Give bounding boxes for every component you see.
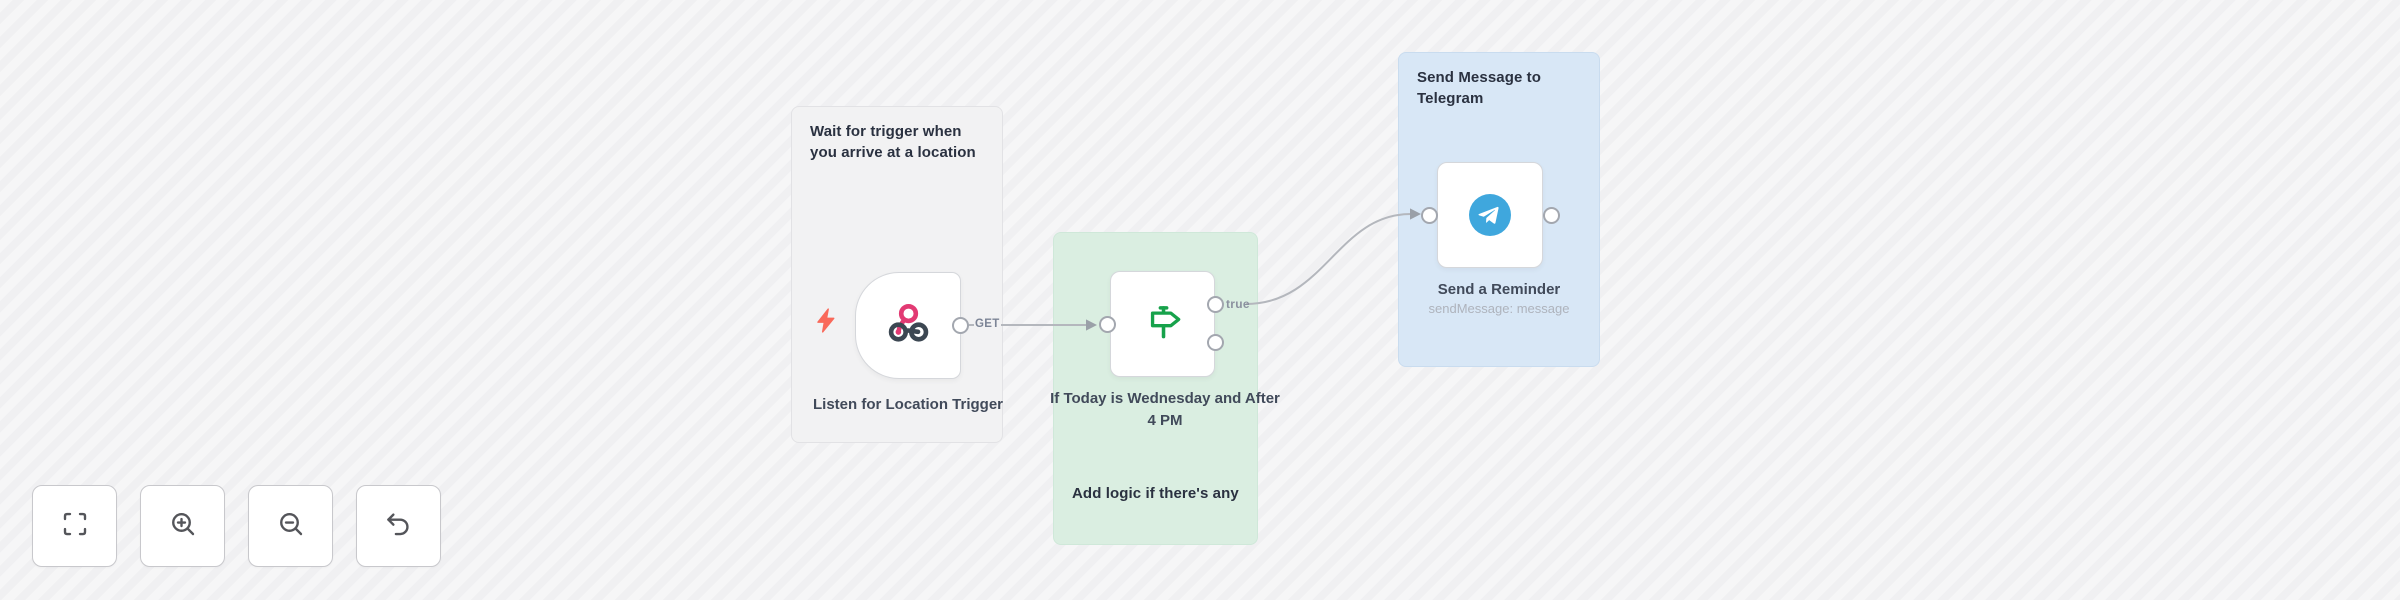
if-output-false-port[interactable]: [1206, 333, 1224, 351]
telegram-node-label: Send a Reminder: [1437, 281, 1561, 298]
sticky-note-trigger[interactable]: Wait for trigger when you arrive at a lo…: [791, 106, 1003, 443]
undo-button[interactable]: [356, 485, 441, 567]
trigger-bolt-icon: [816, 308, 836, 338]
telegram-input-port[interactable]: [1420, 206, 1438, 224]
node-if-condition[interactable]: [1110, 271, 1215, 377]
sticky-note-text: Wait for trigger when you arrive at a lo…: [810, 123, 976, 161]
telegram-icon: [1469, 194, 1511, 236]
zoom-out-button[interactable]: [248, 485, 333, 567]
zoom-in-icon: [168, 509, 198, 544]
if-input-port[interactable]: [1099, 315, 1116, 333]
telegram-node-subtitle: sendMessage: message: [1428, 301, 1570, 316]
if-true-port-label: true: [1226, 297, 1250, 311]
webhook-output-port[interactable]: [952, 316, 969, 334]
fit-view-button[interactable]: [32, 485, 117, 567]
node-telegram-send[interactable]: [1437, 162, 1543, 268]
sticky-note-text: Send Message to Telegram: [1417, 69, 1542, 107]
sticky-note-text: Add logic if there's any: [1072, 485, 1239, 502]
connection-webhook-to-if[interactable]: [969, 319, 1097, 331]
telegram-output-port[interactable]: [1542, 206, 1560, 224]
zoom-in-button[interactable]: [140, 485, 225, 567]
webhook-icon: [885, 300, 931, 351]
if-node-label: If Today is Wednesday and After 4 PM: [1050, 390, 1280, 429]
if-output-true-port[interactable]: [1206, 295, 1224, 313]
zoom-out-icon: [276, 509, 306, 544]
webhook-node-label: Listen for Location Trigger: [813, 396, 1004, 413]
fit-view-icon: [60, 509, 90, 544]
connection-if-true-to-telegram[interactable]: [1245, 208, 1421, 305]
undo-icon: [384, 509, 414, 544]
node-webhook-trigger[interactable]: [855, 272, 961, 379]
signpost-icon: [1139, 298, 1187, 351]
webhook-port-label: GET: [975, 318, 1000, 330]
